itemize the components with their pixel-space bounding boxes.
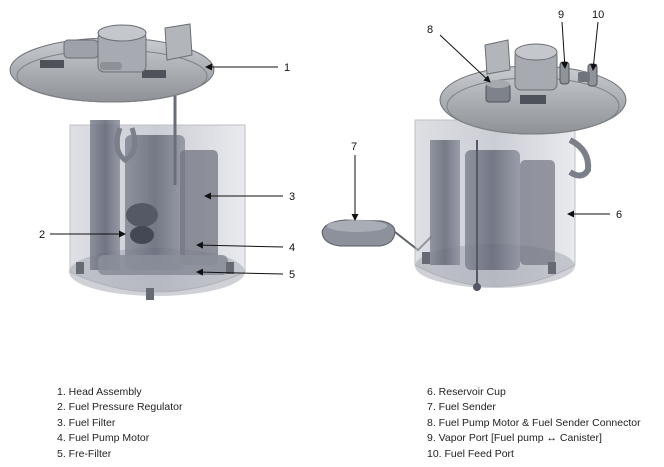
legend-item: 3. Fuel Filter: [57, 416, 116, 429]
right-pump-module: [321, 39, 627, 291]
legend-item: 8. Fuel Pump Motor & Fuel Sender Connect…: [427, 416, 641, 429]
legend-left: 1. Head Assembly 2. Fuel Pressure Regula…: [57, 385, 182, 462]
leader-10: [590, 21, 599, 71]
callout-lines: [50, 21, 610, 276]
callout-3: 3: [289, 191, 295, 203]
legend-item: 7. Fuel Sender: [427, 401, 496, 414]
legend-item: 10. Fuel Feed Port: [427, 447, 514, 460]
callout-8: 8: [427, 24, 433, 36]
callout-1: 1: [284, 62, 290, 74]
leader-5: [196, 268, 284, 276]
callout-9: 9: [558, 9, 564, 21]
leader-8: [439, 34, 491, 83]
legend-item: 9. Vapor Port [Fuel pump ↔ Canister]: [427, 432, 602, 445]
callout-numbers: 1 2 3 4 5 6 7 8 9 10: [39, 9, 622, 281]
legend-item: 5. Fre-Filter: [57, 447, 112, 460]
legend-item: 2. Fuel Pressure Regulator: [57, 401, 183, 414]
callout-5: 5: [289, 269, 295, 281]
legend-item: 6. Reservoir Cup: [427, 386, 506, 398]
legend-right: 6. Reservoir Cup 7. Fuel Sender 8. Fuel …: [427, 385, 641, 462]
fuel-pump-diagram: 1 2 3 4 5 6 7 8 9 10: [9, 9, 627, 300]
callout-6: 6: [616, 209, 622, 221]
legend-item: 1. Head Assembly: [57, 386, 142, 398]
callout-7: 7: [351, 141, 357, 153]
legend-item: 4. Fuel Pump Motor: [57, 432, 150, 445]
left-pump-module: [9, 23, 246, 300]
leader-4: [196, 241, 284, 249]
callout-2: 2: [39, 229, 45, 241]
callout-4: 4: [289, 242, 295, 254]
callout-10: 10: [592, 9, 604, 21]
leader-9: [561, 21, 569, 69]
